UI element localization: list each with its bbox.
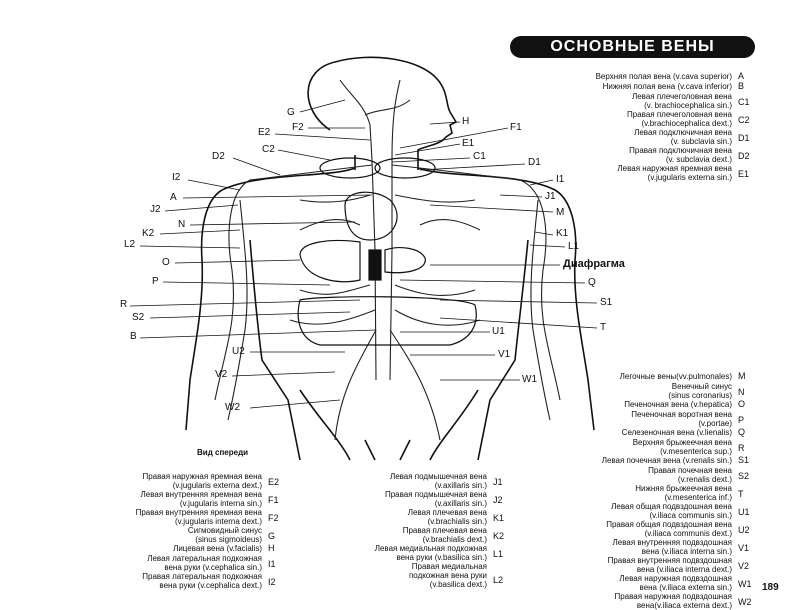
diaphragm-label: Диафрагма — [563, 259, 625, 269]
page-number: 189 — [762, 582, 779, 593]
label-r: R — [120, 300, 127, 310]
label-j2: J2 — [150, 205, 161, 215]
label-g: G — [287, 108, 295, 118]
label-l2: L2 — [124, 240, 135, 250]
label-d2: D2 — [212, 152, 225, 162]
label-o: O — [162, 258, 170, 268]
legend-mid-right: Легочные вены(vv.pulmonales)M Венечный с… — [505, 372, 760, 572]
label-f2: F2 — [292, 123, 304, 133]
label-p: P — [152, 277, 159, 287]
legend-top-right: Верхняя полая вена (v.cava superior)A Ни… — [505, 72, 760, 172]
label-h: H — [462, 117, 469, 127]
label-s2: S2 — [132, 313, 144, 323]
label-t: T — [600, 323, 606, 333]
view-caption: Вид спереди — [197, 448, 248, 457]
label-i1: I1 — [556, 175, 564, 185]
label-v2: V2 — [215, 370, 227, 380]
label-i2: I2 — [172, 173, 180, 183]
label-e2: E2 — [258, 128, 270, 138]
label-c1: C1 — [473, 152, 486, 162]
label-m: M — [556, 208, 564, 218]
label-b: B — [130, 332, 137, 342]
label-a: A — [170, 193, 177, 203]
label-s1: S1 — [600, 298, 612, 308]
label-e1: E1 — [462, 139, 474, 149]
label-u2: U2 — [232, 347, 245, 357]
label-k1: K1 — [556, 229, 568, 239]
label-q: Q — [588, 278, 596, 288]
legend-bottom-mid: Левая подмышечная вена (v.axillaris sin.… — [295, 472, 515, 592]
label-v1: V1 — [498, 350, 510, 360]
label-c2: C2 — [262, 145, 275, 155]
label-w2: W2 — [225, 403, 240, 413]
label-l1: L1 — [568, 242, 579, 252]
label-u1: U1 — [492, 327, 505, 337]
label-k2: K2 — [142, 229, 154, 239]
legend-bottom-left: Правая наружная яремная вена (v.jugulari… — [55, 472, 290, 592]
label-j1: J1 — [545, 192, 556, 202]
label-n: N — [178, 220, 185, 230]
